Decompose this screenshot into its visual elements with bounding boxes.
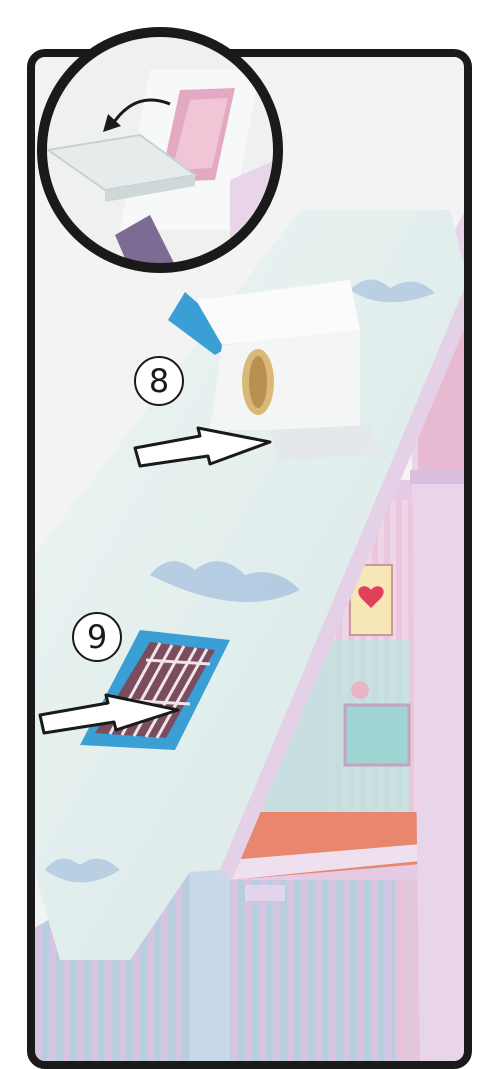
step-number-8: 8 [134, 356, 184, 406]
step-number-9: 9 [72, 612, 122, 662]
